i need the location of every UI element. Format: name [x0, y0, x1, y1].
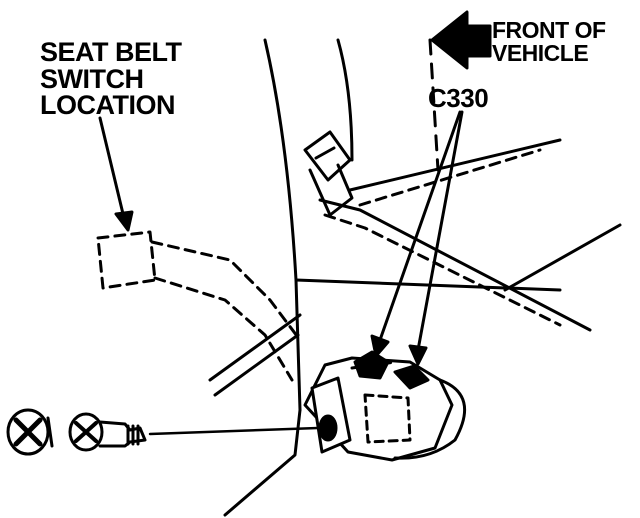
- label-line-1: FRONT OF: [492, 17, 606, 43]
- c330-arrowhead-right-icon: [408, 344, 428, 366]
- seat-belt-switch: [96, 230, 302, 382]
- seat-trim-panel: [223, 38, 562, 517]
- seat-belt-switch-location-label: SEAT BELT SWITCH LOCATION: [40, 37, 182, 121]
- label-line-2: SWITCH: [40, 63, 144, 94]
- label-line-1: SEAT BELT: [40, 37, 182, 67]
- bracket-mount: [310, 376, 352, 454]
- switch-location-pointer: [98, 116, 126, 220]
- front-of-vehicle-arrow-icon: [430, 10, 492, 70]
- upper-connector-housing: [303, 130, 354, 217]
- switch-pointer-arrowhead-icon: [114, 210, 134, 232]
- mounting-bolt: [6, 408, 147, 456]
- c330-arrowhead-left-icon: [370, 334, 390, 358]
- front-of-vehicle-label: FRONT OF VEHICLE: [492, 17, 606, 66]
- bolt-leader-line: [148, 426, 320, 436]
- mounting-hole: [318, 414, 338, 442]
- label-line-3: LOCATION: [40, 90, 175, 121]
- bolt-phillips-icon: [74, 421, 98, 443]
- phillips-icon: [13, 417, 43, 447]
- c330-pointer-left: [378, 110, 462, 342]
- c330-connector-label: C330: [428, 83, 489, 113]
- c330-pointer-right: [416, 110, 464, 352]
- c330-connector: [353, 350, 430, 390]
- label-line-2: VEHICLE: [492, 39, 589, 66]
- leader-lines: [98, 110, 464, 436]
